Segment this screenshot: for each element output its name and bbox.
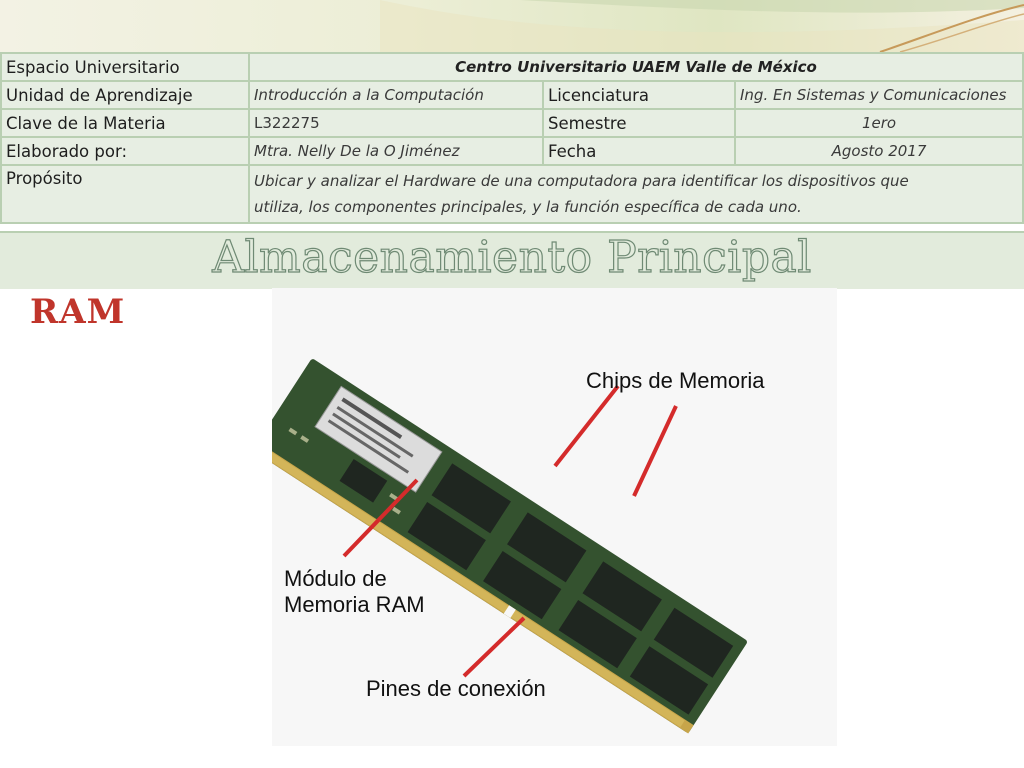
value-espacio: Centro Universitario UAEM Valle de Méxic…	[248, 52, 1024, 82]
label-fecha: Fecha	[542, 136, 736, 166]
table-row: Clave de la Materia L322275 Semestre 1er…	[0, 108, 1024, 138]
pointer-chips-2	[632, 405, 678, 497]
table-row: Elaborado por: Mtra. Nelly De la O Jimén…	[0, 136, 1024, 166]
table-row: Propósito Ubicar y analizar el Hardware …	[0, 164, 1024, 224]
label-espacio: Espacio Universitario	[0, 52, 250, 82]
callout-chips: Chips de Memoria	[586, 368, 765, 393]
proposito-line-1: Ubicar y analizar el Hardware de una com…	[254, 172, 909, 190]
pointer-module	[342, 478, 419, 558]
callout-module-line-1: Módulo de	[284, 566, 387, 591]
value-unidad: Introducción a la Computación	[248, 80, 544, 110]
pointer-chips-1	[553, 384, 620, 468]
label-semestre: Semestre	[542, 108, 736, 138]
label-licenciatura: Licenciatura	[542, 80, 736, 110]
value-clave: L322275	[248, 108, 544, 138]
label-proposito: Propósito	[0, 164, 250, 224]
proposito-line-2: utiliza, los componentes principales, y …	[254, 198, 802, 216]
label-unidad: Unidad de Aprendizaje	[0, 80, 250, 110]
ram-module-figure: Chips de Memoria Módulo de Memoria RAM P…	[272, 288, 837, 746]
ram-module-illustration	[272, 359, 747, 734]
value-proposito: Ubicar y analizar el Hardware de una com…	[248, 164, 1024, 224]
title-band	[0, 231, 1024, 289]
swoosh-graphic	[0, 0, 1024, 52]
label-elaborado: Elaborado por:	[0, 136, 250, 166]
callout-module: Módulo de Memoria RAM	[284, 566, 425, 618]
course-info-table: Espacio Universitario Centro Universitar…	[0, 52, 1024, 224]
value-licenciatura: Ing. En Sistemas y Comunicaciones	[734, 80, 1024, 110]
callout-module-line-2: Memoria RAM	[284, 592, 425, 617]
value-semestre: 1ero	[734, 108, 1024, 138]
label-clave: Clave de la Materia	[0, 108, 250, 138]
callout-pins: Pines de conexión	[366, 676, 546, 701]
ram-heading: RAM	[30, 292, 126, 332]
table-row: Unidad de Aprendizaje Introducción a la …	[0, 80, 1024, 110]
slide-title: Almacenamiento Principal	[212, 231, 812, 283]
value-elaborado: Mtra. Nelly De la O Jiménez	[248, 136, 544, 166]
header-decoration	[0, 0, 1024, 52]
pointer-pins	[462, 616, 526, 678]
value-fecha: Agosto 2017	[734, 136, 1024, 166]
table-row: Espacio Universitario Centro Universitar…	[0, 52, 1024, 82]
